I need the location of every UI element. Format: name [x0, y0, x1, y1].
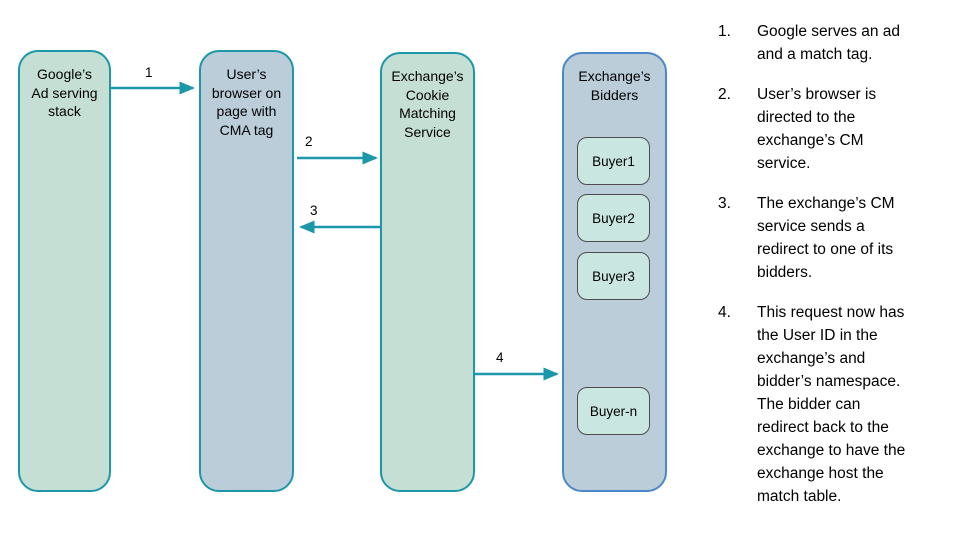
step-item-1: 1. Google serves an ad and a match tag.	[718, 20, 956, 66]
lane-exchange-cm-service: Exchange’s Cookie Matching Service	[380, 52, 475, 492]
step-item-2: 2. User’s browser is directed to the exc…	[718, 83, 956, 175]
lane-google-ad-serving-stack: Google’s Ad serving stack	[18, 50, 111, 492]
arrow-label-4: 4	[496, 350, 504, 365]
step-item-4: 4. This request now has the User ID in t…	[718, 301, 956, 508]
arrow-label-3: 3	[310, 203, 318, 218]
lane-bidders-label: Exchange’s Bidders	[578, 68, 651, 103]
step-text: User’s browser is directed to the exchan…	[757, 86, 877, 172]
step-text: The exchange’s CM service sends a redire…	[757, 195, 895, 281]
bidder-buyer2: Buyer2	[577, 194, 650, 242]
step-item-3: 3. The exchange’s CM service sends a red…	[718, 192, 956, 284]
steps-list: 1. Google serves an ad and a match tag. …	[718, 20, 956, 525]
step-number: 1.	[718, 23, 731, 40]
step-number: 4.	[718, 304, 731, 321]
step-text: This request now has the User ID in the …	[757, 304, 906, 505]
bidder-buyer3: Buyer3	[577, 252, 650, 300]
lane-exchange-bidders: Exchange’s Bidders Buyer1 Buyer2 Buyer3 …	[562, 52, 667, 492]
lane-cm-service-label: Exchange’s Cookie Matching Service	[391, 68, 464, 140]
step-number: 2.	[718, 86, 731, 103]
step-number: 3.	[718, 195, 731, 212]
lane-google-label: Google’s Ad serving stack	[31, 66, 98, 119]
bidder-buyer-n: Buyer-n	[577, 387, 650, 435]
lane-user-browser: User’s browser on page with CMA tag	[199, 50, 294, 492]
arrow-label-2: 2	[305, 134, 313, 149]
bidder-buyer1: Buyer1	[577, 137, 650, 185]
lane-browser-label: User’s browser on page with CMA tag	[211, 66, 282, 138]
step-text: Google serves an ad and a match tag.	[757, 23, 901, 63]
arrow-label-1: 1	[145, 65, 153, 80]
